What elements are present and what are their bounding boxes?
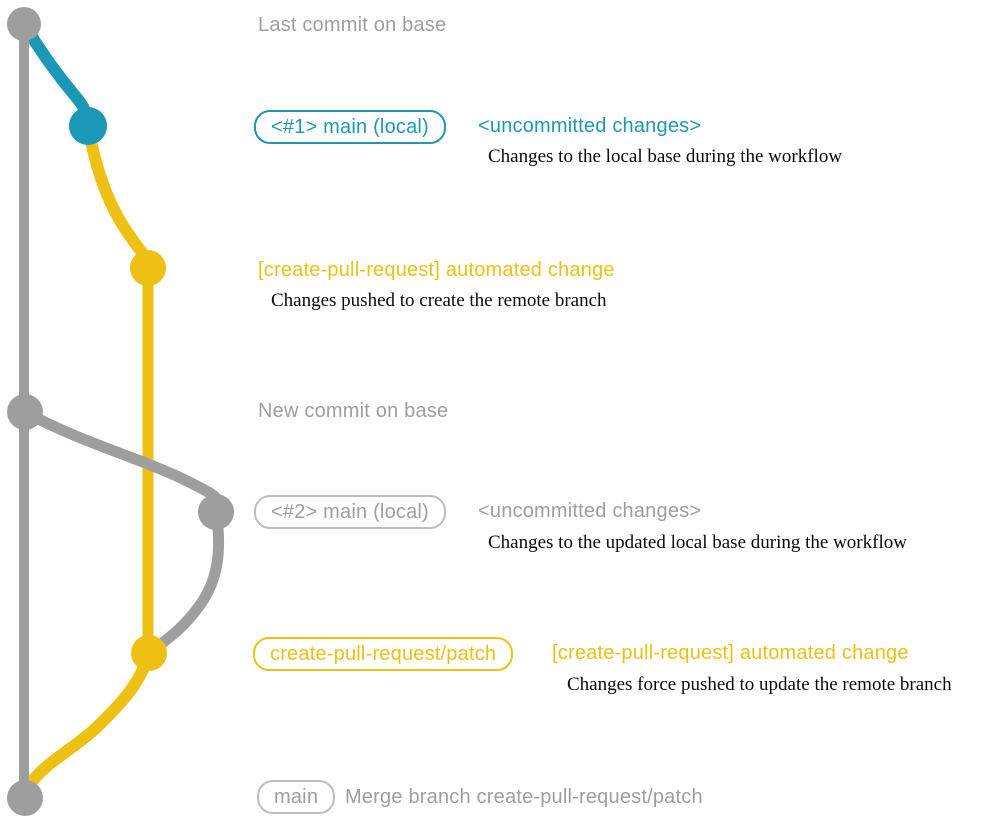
commit-node-merge bbox=[7, 780, 43, 816]
automated-change-heading-2: [create-pull-request] automated change bbox=[552, 642, 909, 664]
uncommitted-changes-description-2: Changes to the updated local base during… bbox=[488, 532, 907, 553]
last-commit-label: Last commit on base bbox=[258, 14, 447, 36]
commit-node-automated-2 bbox=[131, 635, 167, 671]
gray-branch-curve-in bbox=[143, 506, 225, 659]
uncommitted-changes-heading-1: <uncommitted changes> bbox=[478, 115, 702, 137]
automated-change-description-1: Changes pushed to create the remote bran… bbox=[271, 290, 607, 311]
commit-node-local-main-2 bbox=[198, 494, 234, 530]
branch-badge-create-pull-request-patch: create-pull-request/patch bbox=[253, 637, 514, 671]
branch-badge-main-local-1: <#1> main (local) bbox=[254, 110, 446, 144]
commit-node-last-base bbox=[7, 7, 41, 41]
merge-commit-label: Merge branch create-pull-request/patch bbox=[345, 786, 703, 808]
commit-node-new-base bbox=[7, 394, 43, 430]
branch-badge-main: main bbox=[257, 780, 336, 814]
commit-node-local-main-1 bbox=[69, 107, 107, 145]
uncommitted-changes-heading-2: <uncommitted changes> bbox=[478, 500, 702, 522]
branch-badge-main-local-2: <#2> main (local) bbox=[254, 495, 446, 529]
automated-change-description-2: Changes force pushed to update the remot… bbox=[567, 674, 952, 695]
new-commit-label: New commit on base bbox=[258, 400, 449, 422]
uncommitted-changes-description-1: Changes to the local base during the wor… bbox=[488, 146, 843, 167]
gray-branch-curve-out bbox=[19, 406, 223, 518]
automated-change-heading-1: [create-pull-request] automated change bbox=[258, 259, 615, 281]
yellow-branch-curve-top bbox=[82, 120, 154, 274]
commit-node-automated-1 bbox=[130, 250, 166, 286]
yellow-branch-merge-curve bbox=[19, 647, 155, 804]
